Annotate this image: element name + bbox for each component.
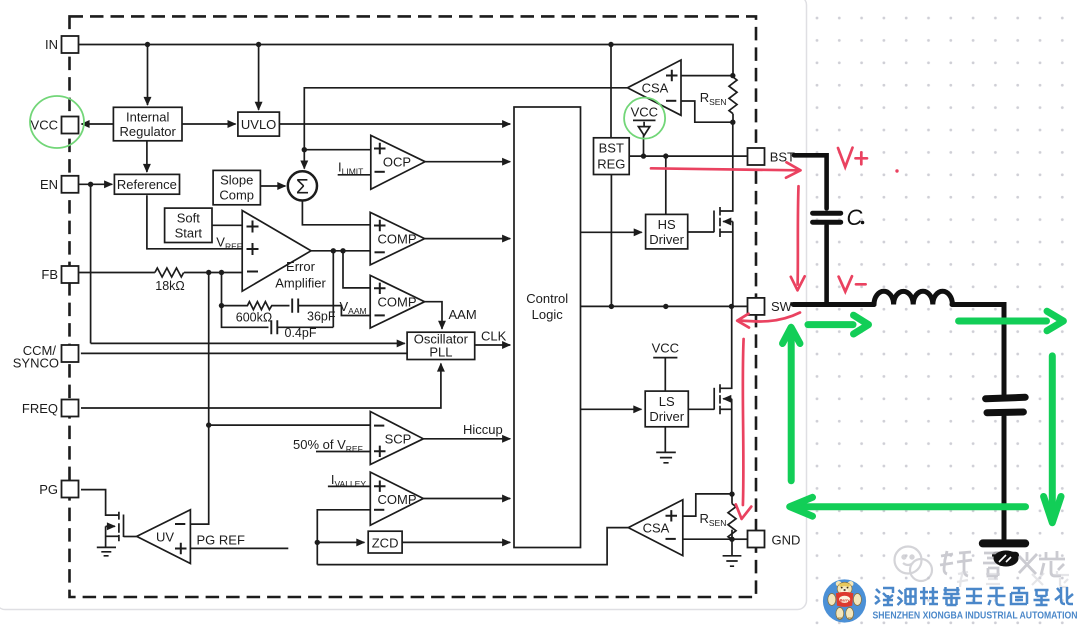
svg-text:Comp: Comp <box>219 188 254 203</box>
svg-text:UV: UV <box>156 530 174 545</box>
svg-text:COMP: COMP <box>378 232 417 247</box>
svg-text:Amplifier: Amplifier <box>275 276 326 291</box>
svg-text:LS: LS <box>659 394 675 409</box>
svg-text:BST: BST <box>599 141 624 156</box>
svg-text:VCC: VCC <box>631 105 658 120</box>
svg-text:UVLO: UVLO <box>241 117 276 132</box>
svg-text:Oscillator: Oscillator <box>414 332 469 347</box>
svg-text:EN: EN <box>40 177 58 192</box>
svg-text:VCC: VCC <box>31 118 58 133</box>
svg-text:GND: GND <box>772 533 801 548</box>
svg-text:CCM/: CCM/ <box>23 343 57 358</box>
svg-text:Driver: Driver <box>649 409 684 424</box>
svg-text:COMP: COMP <box>378 492 417 507</box>
svg-text:C: C <box>847 205 863 230</box>
svg-text:Σ: Σ <box>296 176 309 199</box>
svg-text:Slope: Slope <box>220 173 253 188</box>
svg-text:ZCD: ZCD <box>372 536 399 551</box>
svg-text:Error: Error <box>286 259 316 274</box>
svg-text:Reference: Reference <box>117 177 177 192</box>
svg-text:Internal: Internal <box>126 110 169 125</box>
svg-text:36pF: 36pF <box>307 310 336 324</box>
svg-text:CSA: CSA <box>643 521 670 536</box>
svg-text:VCC: VCC <box>652 341 679 356</box>
svg-text:HS: HS <box>658 217 676 232</box>
svg-text:Logic: Logic <box>532 307 564 322</box>
svg-text:0.4pF: 0.4pF <box>285 326 317 340</box>
svg-text:OCP: OCP <box>383 155 411 170</box>
svg-text:SW: SW <box>771 299 793 314</box>
svg-text:SHENZHEN XIONGBA INDUSTRIAL AU: SHENZHEN XIONGBA INDUSTRIAL AUTOMATION <box>873 610 1078 621</box>
svg-text:IN: IN <box>45 37 58 52</box>
svg-text:18kΩ: 18kΩ <box>155 279 185 293</box>
svg-text:Start: Start <box>175 226 203 241</box>
svg-text:Driver: Driver <box>649 232 684 247</box>
svg-text:SCP: SCP <box>385 432 412 447</box>
svg-text:SYNCO: SYNCO <box>13 356 59 371</box>
svg-text:50% of VREF: 50% of VREF <box>293 437 363 454</box>
svg-text:FREQ: FREQ <box>22 401 58 416</box>
svg-text:PG REF: PG REF <box>197 533 245 548</box>
svg-text:Control: Control <box>526 291 568 306</box>
svg-text:FB: FB <box>41 267 58 282</box>
svg-text:REG: REG <box>597 157 625 172</box>
svg-text:Barry: Barry <box>840 599 851 603</box>
svg-text:Regulator: Regulator <box>120 124 177 139</box>
svg-text:PLL: PLL <box>429 345 452 360</box>
svg-text:CSA: CSA <box>642 81 669 96</box>
svg-text:PG: PG <box>39 482 58 497</box>
svg-text:CLK: CLK <box>481 329 507 344</box>
svg-text:COMP: COMP <box>378 295 417 310</box>
svg-text:AAM: AAM <box>449 307 477 322</box>
svg-text:BST: BST <box>770 150 795 165</box>
svg-text:600kΩ: 600kΩ <box>236 311 272 325</box>
svg-text:Soft: Soft <box>177 211 201 226</box>
svg-text:Hiccup: Hiccup <box>463 422 503 437</box>
